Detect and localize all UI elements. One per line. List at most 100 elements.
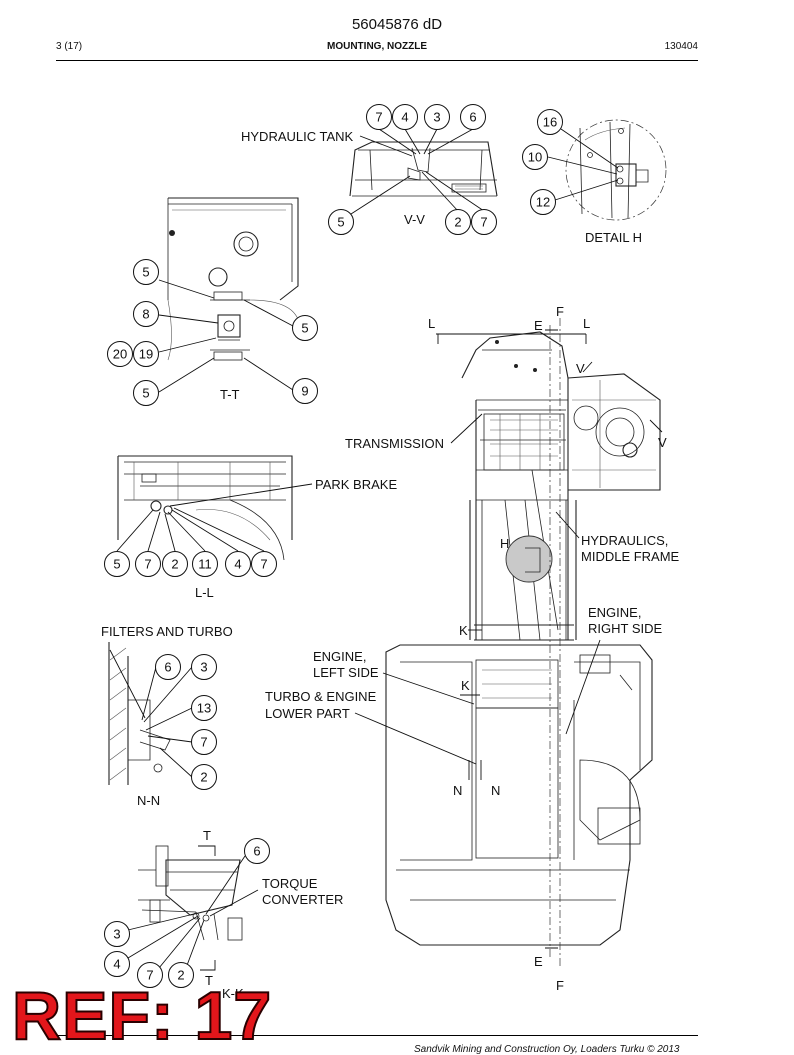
svg-text:16: 16 — [543, 115, 557, 130]
callout-bubble: 10 — [522, 144, 548, 170]
callout-bubble: 5 — [133, 380, 159, 406]
turbo-engine-label-1: TURBO & ENGINE — [265, 689, 377, 704]
main-view: V V H K K N N E F E — [265, 304, 680, 993]
park-brake-label: PARK BRAKE — [315, 477, 397, 492]
kk-section-letter-top: T — [203, 828, 211, 843]
svg-text:7: 7 — [144, 557, 151, 572]
callout-bubble: 5 — [104, 551, 130, 577]
callout-bubble: 5 — [292, 315, 318, 341]
section-mark-l-left: L — [428, 316, 435, 331]
svg-text:12: 12 — [536, 195, 550, 210]
kk-caption: K-K — [222, 986, 244, 1001]
header-rule — [56, 60, 698, 61]
document-number: 56045876 dD — [351, 16, 443, 33]
callout-bubble: 13 — [191, 695, 217, 721]
svg-text:13: 13 — [197, 701, 211, 716]
callout-bubble: 16 — [537, 109, 563, 135]
view-detail-h: 16 10 12 DETAIL H — [522, 109, 667, 245]
view-ll: PARK BRAKE 5 7 2 11 4 7 L-L — [104, 455, 397, 600]
detail-h-caption: DETAIL H — [585, 230, 642, 245]
kk-section-letter-bottom: T — [205, 973, 213, 988]
hydraulics-label-1: HYDRAULICS, — [581, 533, 668, 548]
svg-text:7: 7 — [480, 215, 487, 230]
svg-text:3: 3 — [433, 110, 440, 125]
callout-bubble: 7 — [191, 729, 217, 755]
svg-text:7: 7 — [260, 557, 267, 572]
callout-bubble: 9 — [292, 378, 318, 404]
section-mark-n-right: N — [491, 783, 500, 798]
callout-bubble: 19 — [133, 341, 159, 367]
callout-bubble: 4 — [225, 551, 251, 577]
svg-text:3: 3 — [200, 660, 207, 675]
callout-bubble: 2 — [162, 551, 188, 577]
vv-caption: V-V — [404, 212, 425, 227]
section-mark-n-left: N — [453, 783, 462, 798]
svg-text:5: 5 — [301, 321, 308, 336]
callout-bubble: 5 — [133, 259, 159, 285]
section-mark-e-top: E — [534, 318, 543, 333]
svg-text:2: 2 — [171, 557, 178, 572]
document-date: 130404 — [664, 41, 698, 52]
hydraulic-tank-label: HYDRAULIC TANK — [241, 129, 354, 144]
section-mark-e-bottom: E — [534, 954, 543, 969]
callout-bubble: 6 — [155, 654, 181, 680]
svg-text:8: 8 — [142, 307, 149, 322]
svg-text:7: 7 — [200, 735, 207, 750]
callout-bubble: 7 — [471, 209, 497, 235]
view-tt: T-T 5 8 5 20 19 5 9 — [107, 197, 318, 406]
filters-turbo-label: FILTERS AND TURBO — [101, 624, 233, 639]
turbo-engine-label-2: LOWER PART — [265, 706, 350, 721]
callout-bubble: 12 — [530, 189, 556, 215]
footer-rule — [56, 1035, 698, 1036]
hydraulics-label-2: MIDDLE FRAME — [581, 549, 680, 564]
svg-text:6: 6 — [469, 110, 476, 125]
svg-text:2: 2 — [200, 770, 207, 785]
callout-bubble: 4 — [104, 951, 130, 977]
callout-bubble: 6 — [460, 104, 486, 130]
callout-bubble: 7 — [135, 551, 161, 577]
section-mark-k-lower: K — [461, 678, 470, 693]
callout-bubble: 7 — [137, 962, 163, 988]
engine-right-label-2: RIGHT SIDE — [588, 621, 662, 636]
engine-left-label-1: ENGINE, — [313, 649, 366, 664]
svg-text:20: 20 — [113, 347, 127, 362]
callout-bubble: 7 — [251, 551, 277, 577]
svg-text:10: 10 — [528, 150, 542, 165]
callout-bubble: 20 — [107, 341, 133, 367]
page-count: 3 (17) — [56, 41, 83, 52]
torque-converter-label-2: CONVERTER — [262, 892, 343, 907]
transmission-label: TRANSMISSION — [345, 436, 444, 451]
ref-stamp: REF: 17 — [11, 978, 273, 1054]
svg-text:4: 4 — [234, 557, 241, 572]
callout-bubble: 2 — [445, 209, 471, 235]
view-vv: HYDRAULIC TANK V-V 7 4 3 6 5 2 7 — [241, 104, 498, 235]
callout-bubble: 5 — [328, 209, 354, 235]
footer-copyright: Sandvik Mining and Construction Oy, Load… — [414, 1044, 680, 1055]
section-mark-l-right: L — [583, 316, 590, 331]
view-kk: T TORQUE CONVERTER 6 3 4 7 2 T K-K — [104, 828, 343, 1001]
callout-bubble: 4 — [392, 104, 418, 130]
callout-bubble: 7 — [366, 104, 392, 130]
callout-bubble: 2 — [168, 962, 194, 988]
torque-converter-label-1: TORQUE — [262, 876, 318, 891]
section-mark-f-top: F — [556, 304, 564, 319]
svg-text:6: 6 — [253, 844, 260, 859]
nn-caption: N-N — [137, 793, 160, 808]
callout-bubble: 8 — [133, 301, 159, 327]
callout-bubble: 3 — [424, 104, 450, 130]
section-mark-k-upper: K — [459, 623, 468, 638]
svg-text:4: 4 — [401, 110, 408, 125]
section-mark-f-bottom: F — [556, 978, 564, 993]
svg-text:4: 4 — [113, 957, 120, 972]
svg-text:9: 9 — [301, 384, 308, 399]
svg-text:19: 19 — [139, 347, 153, 362]
svg-text:5: 5 — [337, 215, 344, 230]
svg-text:5: 5 — [142, 265, 149, 280]
ll-caption: L-L — [195, 585, 214, 600]
svg-text:11: 11 — [198, 557, 212, 572]
section-mark-v-top: V — [576, 361, 585, 376]
svg-text:7: 7 — [375, 110, 382, 125]
svg-text:3: 3 — [113, 927, 120, 942]
callout-bubble: 3 — [104, 921, 130, 947]
